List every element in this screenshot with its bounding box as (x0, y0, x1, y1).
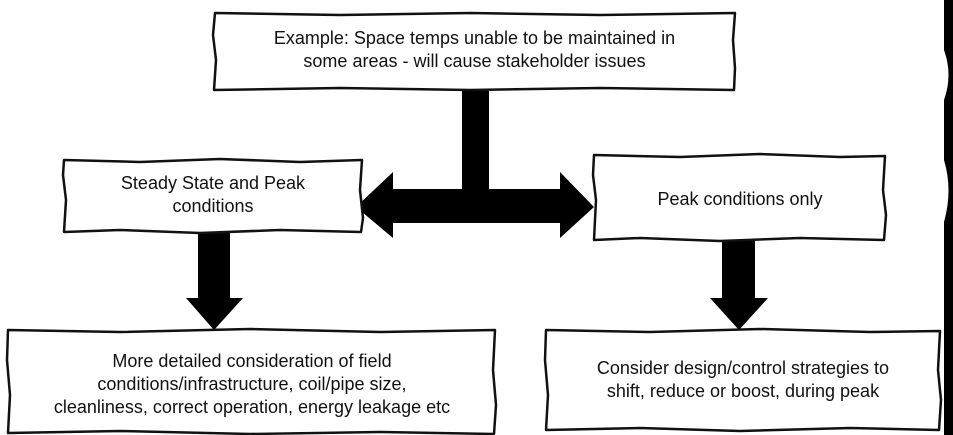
peak-only-box-text: Peak conditions only (657, 188, 823, 209)
double-arrow (356, 172, 594, 238)
stem-connector (462, 88, 489, 192)
edge-decoration-bar (944, 0, 953, 435)
edge-decoration-curve-1 (944, 50, 949, 100)
down-arrow-right (710, 238, 768, 330)
steady-state-box (61, 157, 365, 235)
detailed-box-text: More detailed consideration of field con… (53, 350, 451, 417)
down-arrow-left (186, 232, 243, 330)
strategies-box (543, 327, 943, 433)
issue-box-text: Example: Space temps unable to be mainta… (273, 28, 676, 71)
detailed-box (5, 327, 498, 435)
edge-decoration-curve-2 (944, 160, 949, 222)
issue-box (211, 11, 737, 92)
peak-only-box (591, 152, 888, 243)
strategies-box-text: Consider design/control strategies to sh… (596, 358, 890, 401)
steady-state-box-text: Steady State and Peak conditions (120, 173, 306, 216)
